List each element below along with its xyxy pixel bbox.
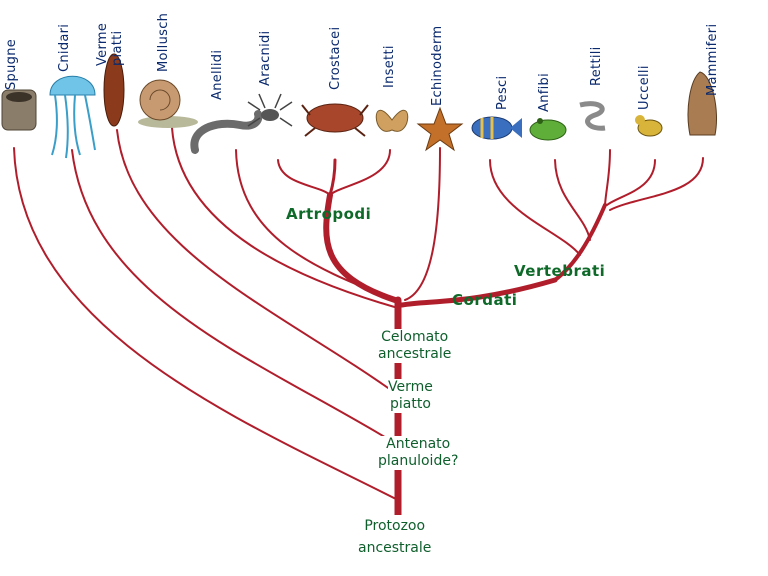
branch-echinodermi [404,147,441,301]
branch-insetti [329,149,391,196]
branch-pesci [489,159,581,256]
node-label-celomato: Celomato ancestrale [378,329,452,363]
worm-icon [190,110,263,154]
taxon-label-verme-piatti-text: Verme piatti [95,22,125,66]
node-label-antenato: Antenato planuloide? [378,436,459,470]
crab-icon [301,103,369,137]
taxon-label-aracnidi: Aracnidi [258,30,273,86]
branch-molluschi [171,127,399,309]
branch-mammiferi [609,157,704,211]
taxon-label-mammiferi: Mammiferi [705,23,720,96]
branch-aracnidi [277,159,331,196]
groundhog-icon [687,71,718,136]
branch-anellidi [235,149,396,301]
branch-artropodi [323,192,398,303]
taxon-label-pesci: Pesci [495,75,510,110]
clade-label-cordati: Cordati [452,291,518,309]
clade-label-artropodi: Artropodi [286,205,372,223]
taxon-label-crostacei: Crostacei [328,26,343,90]
taxon-label-rettili: Rettili [589,46,604,86]
snake-icon [579,101,606,131]
taxon-label-insetti: Insetti [382,45,397,88]
taxon-label-verme-piatti: Verme piatti [95,23,125,66]
taxon-label-echinodermi: Echinoderm [430,25,445,106]
node-label-protozoo: Protozoo ancestrale [358,515,432,559]
jellyfish-icon [49,75,96,159]
moth-icon [375,109,409,132]
frog-icon [529,118,567,141]
flatworm-icon [103,53,125,127]
sponge-icon [1,89,37,131]
node-label-verme: Verme piatto [388,379,433,413]
fish-icon [471,116,522,140]
taxon-label-spugne: Spugne [4,38,19,90]
branch-verme-piatti [116,129,399,396]
branch-vertebrati [553,203,607,282]
taxon-label-anellidi: Anellidi [210,49,225,100]
branch-rettili [604,149,611,206]
branch-cordati [399,277,558,308]
branch-spugne [13,147,399,501]
starfish-icon [416,106,464,152]
taxon-label-uccelli: Uccelli [637,65,652,110]
clade-label-vertebrati: Vertebrati [514,262,606,280]
branch-anfibi [554,159,591,241]
taxon-label-cnidari: Cnidari [57,23,72,72]
taxon-label-anfibi: Anfibi [537,73,552,112]
branch-uccelli [606,159,656,206]
taxon-label-molluschi: Mollusch [156,12,171,72]
spider-icon [247,93,293,127]
branch-crostacei [328,158,337,197]
snail-icon [138,79,198,128]
bird-icon [635,115,663,137]
branch-cnidari [71,149,399,446]
